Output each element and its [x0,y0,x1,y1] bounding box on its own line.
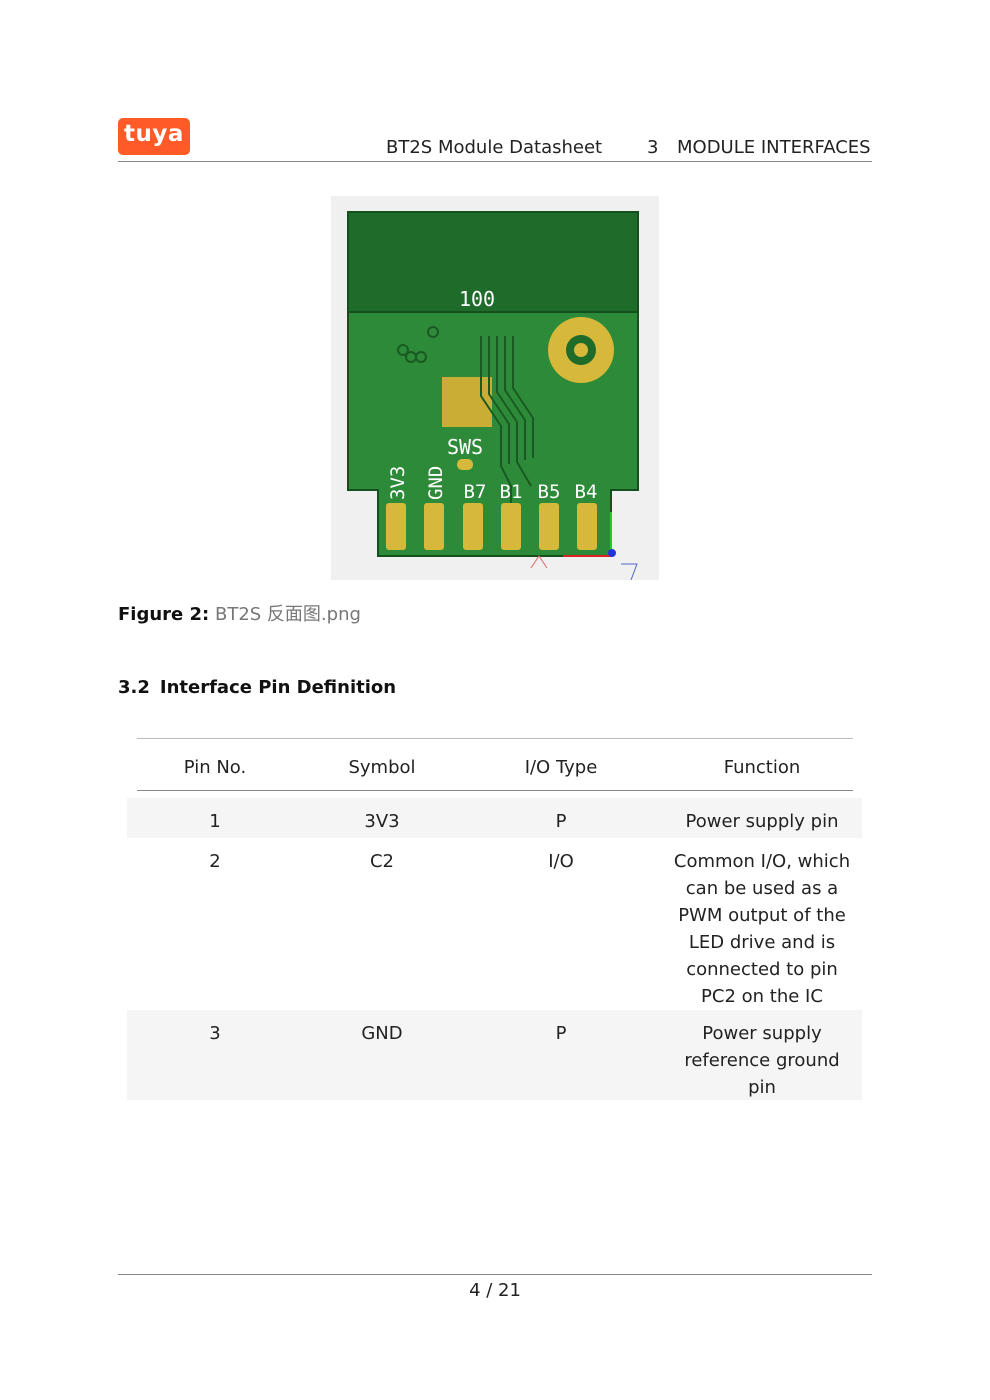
cell-function: Power supply pin [667,808,857,835]
function-line: Power supply [702,1023,822,1044]
table-top-rule [137,738,853,739]
footer-rule [118,1274,872,1275]
cell-io: P [555,1023,567,1044]
cell-function: Power supply reference ground pin [667,1020,857,1101]
table-row: 3 GND P Power supply reference ground pi… [127,1010,862,1100]
function-line: can be used as a [685,878,839,899]
function-line: connected to pin [686,959,838,980]
function-line: pin [748,1077,776,1098]
caption-text: BT2S 反面图.png [214,604,361,625]
caption-label: Figure 2: [118,604,210,625]
table-row: 1 3V3 P Power supply pin [127,798,862,838]
header-rule [118,161,872,162]
cell-io: P [555,811,567,832]
pin-label-b5: B5 [538,481,561,503]
page-number: 4 / 21 [469,1280,521,1301]
figure-caption: Figure 2: BT2S 反面图.png [118,600,361,626]
function-line: Common I/O, which [673,851,851,872]
sws-label: SWS [447,435,483,459]
header-symbol: Symbol [348,757,416,778]
cell-io: I/O [548,851,574,872]
cell-pin: 3 [209,1023,221,1044]
pin-label-3v3: 3V3 [387,466,409,500]
chapter-title: MODULE INTERFACES [677,137,871,158]
cell-symbol: 3V3 [364,811,400,832]
section-number: 3.2 [118,677,150,698]
cell-pin: 1 [209,811,221,832]
logo-text: tuya [124,121,184,147]
cell-function: Common I/O, which can be used as a PWM o… [667,848,857,1010]
module-back-figure: 100 SWS 3V3 GND B7 B1 B5 B4 [331,196,659,580]
header-function: Function [723,757,801,778]
function-line: LED drive and is [688,932,836,953]
pin-label-gnd: GND [425,466,447,500]
cell-symbol: GND [361,1023,403,1044]
board-label: 100 [459,287,495,311]
tuya-logo: tuya [118,118,190,155]
function-line: Power supply pin [685,811,839,832]
section-heading: 3.2 Interface Pin Definition [118,677,396,698]
table-header-rule [137,790,853,791]
cell-symbol: C2 [369,851,395,872]
function-line: PC2 on the IC [701,986,823,1007]
pin-label-b4: B4 [575,481,598,503]
section-title: Interface Pin Definition [159,677,397,698]
function-line: reference ground [684,1050,840,1071]
document-title: BT2S Module Datasheet [386,137,603,158]
header-io-type: I/O Type [524,757,598,778]
function-line: PWM output of the [678,905,846,926]
pin-label-b7: B7 [464,481,487,503]
cell-pin: 2 [209,851,221,872]
header-pin-no: Pin No. [183,757,247,778]
chapter-number: 3 [647,137,659,158]
pin-label-b1: B1 [500,481,523,503]
table-row: 2 C2 I/O Common I/O, which can be used a… [127,838,862,1010]
